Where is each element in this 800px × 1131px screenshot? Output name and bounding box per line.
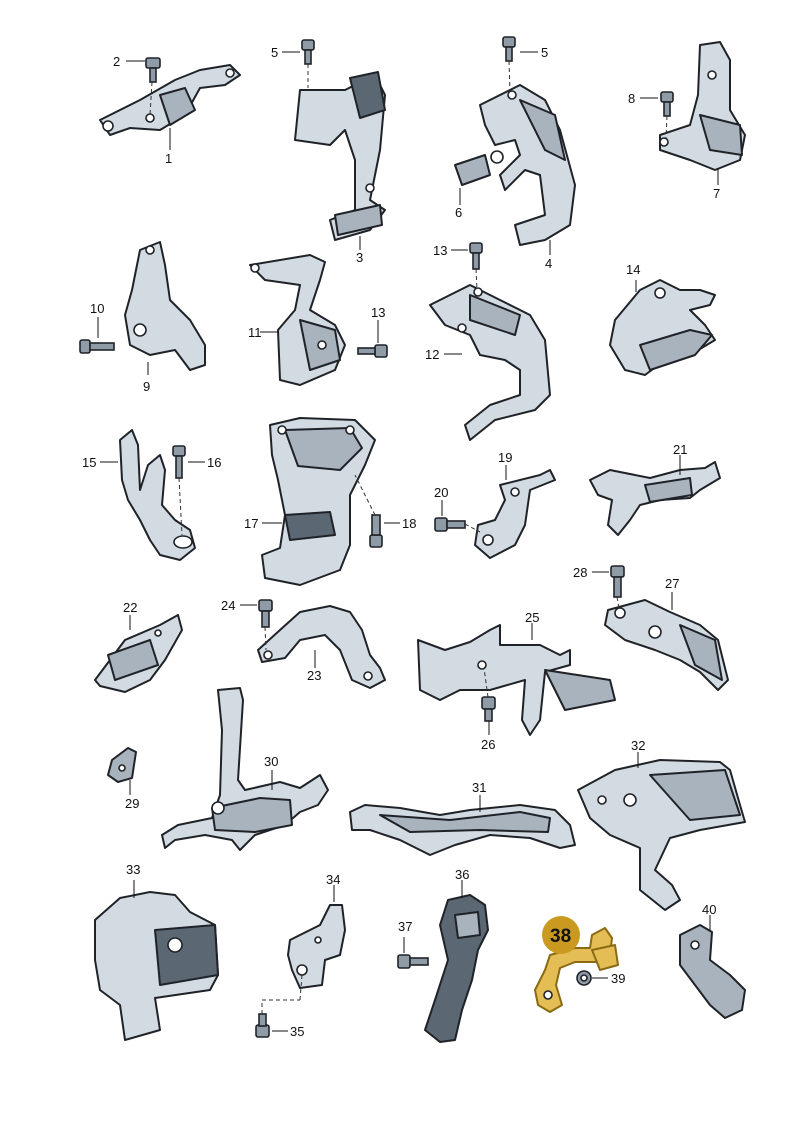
screw-37[interactable] [397,954,429,969]
callout-31: 31 [472,780,486,795]
part-36-bracket[interactable] [424,894,489,1043]
nut-39[interactable] [576,970,592,986]
callout-28: 28 [573,565,587,580]
callout-22: 22 [123,600,137,615]
screw-8[interactable] [660,91,674,117]
part-34-bracket[interactable] [287,904,346,989]
part-22-bracket[interactable] [94,614,183,693]
part-21-bracket[interactable] [589,461,721,536]
callout-40: 40 [702,902,716,917]
screw-2[interactable] [145,57,161,83]
part-33-bracket[interactable] [94,891,219,1041]
callout-33: 33 [126,862,140,877]
screw-24[interactable] [258,599,273,628]
callout-11: 11 [248,325,262,340]
callout-13-b: 13 [433,243,447,258]
callout-38: 38 [550,926,571,947]
callout-16: 16 [207,455,221,470]
callout-29: 29 [125,796,139,811]
screw-13-b[interactable] [469,242,483,270]
part-11-bracket[interactable] [249,254,346,386]
callout-17: 17 [244,516,258,531]
part-3-bracket[interactable] [294,71,386,241]
callout-25: 25 [525,610,539,625]
screw-26[interactable] [481,696,496,722]
part-15-bracket[interactable] [119,429,196,561]
callout-3: 3 [356,250,363,265]
screw-20[interactable] [434,517,466,532]
screw-13-a[interactable] [357,344,388,358]
callout-39: 39 [611,971,625,986]
callout-9: 9 [143,379,150,394]
part-7-bracket[interactable] [659,41,746,171]
part-14-bracket[interactable] [609,279,716,376]
screw-5-b[interactable] [502,36,516,62]
part-1-bracket[interactable] [99,64,241,136]
badge-38: 38 [542,916,580,954]
callout-4: 4 [545,256,552,271]
callout-2: 2 [113,54,120,69]
callout-1: 1 [165,151,172,166]
part-40-bracket[interactable] [679,924,746,1019]
callout-5-b: 5 [541,45,548,60]
part-27-bracket[interactable] [604,599,729,691]
callout-6: 6 [455,205,462,220]
callout-14: 14 [626,262,640,277]
callout-12: 12 [425,347,439,362]
callout-37: 37 [398,919,412,934]
part-31-bracket[interactable] [349,804,576,856]
callout-19: 19 [498,450,512,465]
callout-13-a: 13 [371,305,385,320]
part-19-bracket[interactable] [474,469,556,559]
part-17-bracket[interactable] [261,417,376,586]
callout-21: 21 [673,442,687,457]
callout-27: 27 [665,576,679,591]
part-23-bracket[interactable] [257,605,386,689]
screw-5-a[interactable] [301,39,315,65]
callout-5-a: 5 [271,45,278,60]
callout-18: 18 [402,516,416,531]
part-29-clip[interactable] [107,747,137,783]
part-4-bracket[interactable] [454,84,576,246]
callout-8: 8 [628,91,635,106]
callout-24: 24 [221,598,235,613]
part-12-bracket[interactable] [429,284,551,441]
screw-35[interactable] [255,1013,270,1038]
part-25-bracket[interactable] [417,624,616,736]
callout-26: 26 [481,737,495,752]
callout-7: 7 [713,186,720,201]
callout-23: 23 [307,668,321,683]
callout-36: 36 [455,867,469,882]
screw-10[interactable] [79,339,115,354]
part-9-bracket[interactable] [124,241,206,371]
part-30-bracket[interactable] [161,687,329,851]
screw-18[interactable] [369,514,383,548]
part-32-bracket[interactable] [577,759,746,911]
part-38-bracket-highlighted[interactable] [534,927,619,1013]
screw-28[interactable] [610,565,625,598]
callout-34: 34 [326,872,340,887]
callout-32: 32 [631,738,645,753]
callout-35: 35 [290,1024,304,1039]
callout-20: 20 [434,485,448,500]
callout-10: 10 [90,301,104,316]
screw-16[interactable] [172,445,186,479]
callout-30: 30 [264,754,278,769]
callout-15: 15 [82,455,96,470]
